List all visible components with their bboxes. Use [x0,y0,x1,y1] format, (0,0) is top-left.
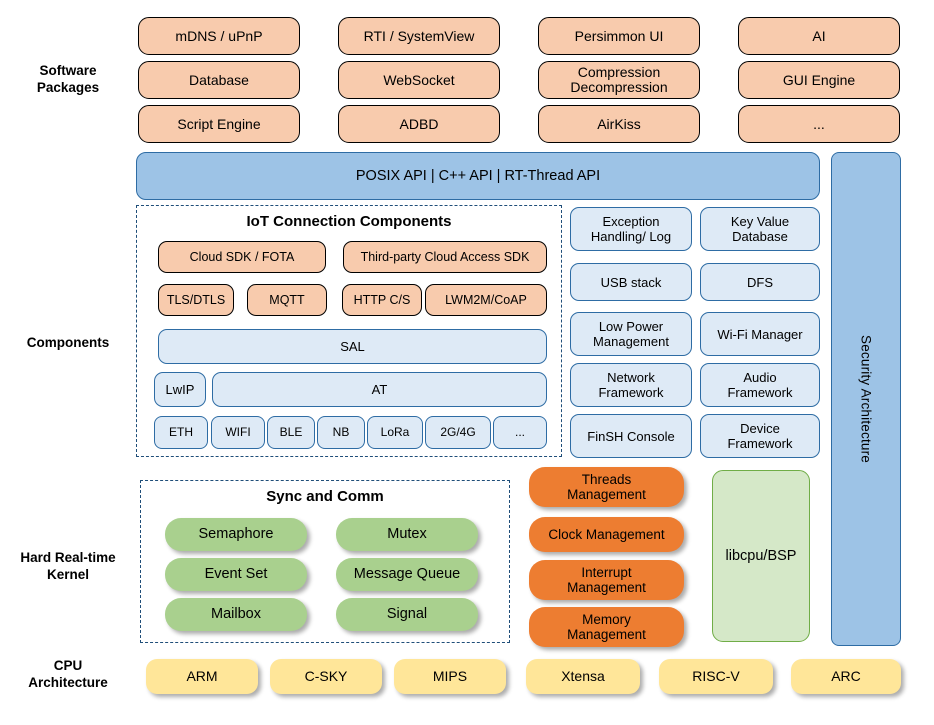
software-package-persimmon-ui[interactable]: Persimmon UI [538,17,700,55]
iot-sal[interactable]: SAL [158,329,547,364]
kernel-clock-management[interactable]: Clock Management [529,517,684,552]
kernel-mailbox[interactable]: Mailbox [165,598,307,631]
software-package-database[interactable]: Database [138,61,300,99]
software-package-script-engine[interactable]: Script Engine [138,105,300,143]
security-architecture-label: Security Architecture [858,334,874,463]
kernel-event-set[interactable]: Event Set [165,558,307,591]
component-network-framework[interactable]: Network Framework [570,363,692,407]
row-label-software-packages: Software Packages [36,63,100,95]
cpu-arch-mips[interactable]: MIPS [394,659,506,694]
iot-link-lora[interactable]: LoRa [367,416,423,449]
api-bar: POSIX API | C++ API | RT-Thread API [136,152,820,200]
software-package-websocket[interactable]: WebSocket [338,61,500,99]
cpu-arch-risc-v[interactable]: RISC-V [659,659,773,694]
software-package-compression-decompression[interactable]: Compression Decompression [538,61,700,99]
component-key-value-database[interactable]: Key Value Database [700,207,820,251]
sync-and-comm-group [140,480,510,643]
component-finsh-console[interactable]: FinSH Console [570,414,692,458]
kernel-message-queue[interactable]: Message Queue [336,558,478,591]
row-label-hard-realtime-kernel: Hard Real-time Kernel [20,550,116,582]
kernel-interrupt-management[interactable]: Interrupt Management [529,560,684,600]
component-dfs[interactable]: DFS [700,263,820,301]
row-label-components: Components [26,335,110,350]
iot-http-cs[interactable]: HTTP C/S [342,284,422,316]
kernel-semaphore[interactable]: Semaphore [165,518,307,551]
software-package-mdns-upnp[interactable]: mDNS / uPnP [138,17,300,55]
iot-tls-dtls[interactable]: TLS/DTLS [158,284,234,316]
iot-lwip[interactable]: LwIP [154,372,206,407]
cpu-arch-xtensa[interactable]: Xtensa [526,659,640,694]
component-usb-stack[interactable]: USB stack [570,263,692,301]
component-exception-handling-log[interactable]: Exception Handling/ Log [570,207,692,251]
kernel-memory-management[interactable]: Memory Management [529,607,684,647]
cpu-arch-c-sky[interactable]: C-SKY [270,659,382,694]
kernel-signal[interactable]: Signal [336,598,478,631]
software-package-rti-systemview[interactable]: RTI / SystemView [338,17,500,55]
iot-cloud-sdk-fota[interactable]: Cloud SDK / FOTA [158,241,326,273]
iot-connection-components-title: IoT Connection Components [246,213,452,230]
cpu-arch-arc[interactable]: ARC [791,659,901,694]
security-architecture-column: Security Architecture [831,152,901,646]
kernel-threads-management[interactable]: Threads Management [529,467,684,507]
software-package-gui-engine[interactable]: GUI Engine [738,61,900,99]
iot-link-more[interactable]: ... [493,416,547,449]
software-package-adbd[interactable]: ADBD [338,105,500,143]
software-package-more[interactable]: ... [738,105,900,143]
iot-link-ble[interactable]: BLE [267,416,315,449]
software-package-ai[interactable]: AI [738,17,900,55]
iot-lwm2m-coap[interactable]: LWM2M/CoAP [425,284,547,316]
iot-mqtt[interactable]: MQTT [247,284,327,316]
iot-link-wifi[interactable]: WIFI [211,416,265,449]
iot-connection-components-group [136,205,562,457]
libcpu-bsp[interactable]: libcpu/BSP [712,470,810,642]
iot-link-eth[interactable]: ETH [154,416,208,449]
component-low-power-management[interactable]: Low Power Management [570,312,692,356]
row-label-cpu-architecture: CPU Architecture [28,658,108,690]
sync-and-comm-title: Sync and Comm [266,488,384,505]
iot-link-nb[interactable]: NB [317,416,365,449]
iot-link-2g-4g[interactable]: 2G/4G [425,416,491,449]
iot-at[interactable]: AT [212,372,547,407]
component-wifi-manager[interactable]: Wi-Fi Manager [700,312,820,356]
component-device-framework[interactable]: Device Framework [700,414,820,458]
cpu-arch-arm[interactable]: ARM [146,659,258,694]
iot-third-party-cloud-access-sdk[interactable]: Third-party Cloud Access SDK [343,241,547,273]
component-audio-framework[interactable]: Audio Framework [700,363,820,407]
kernel-mutex[interactable]: Mutex [336,518,478,551]
software-package-airkiss[interactable]: AirKiss [538,105,700,143]
